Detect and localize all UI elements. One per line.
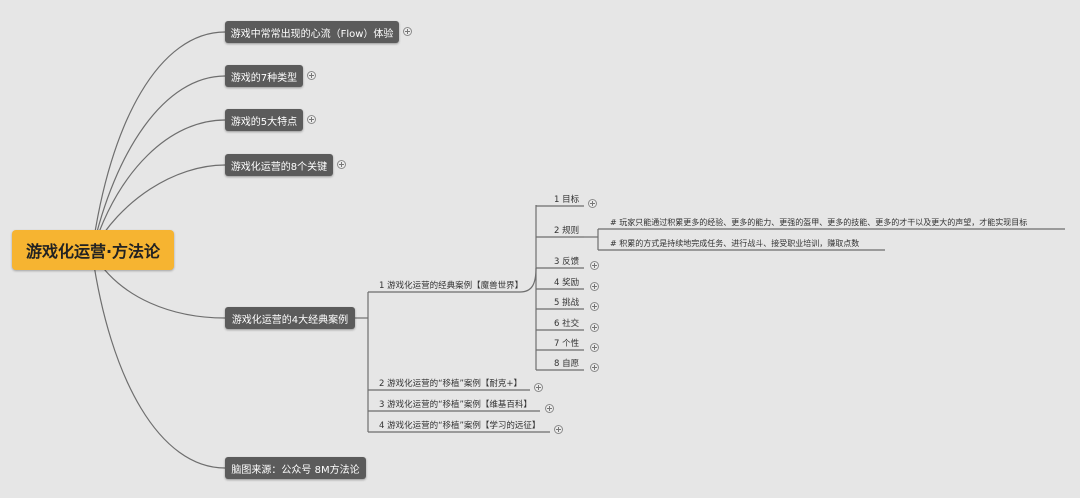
branch-features[interactable]: 游戏的5大特点 <box>225 109 303 131</box>
branch-features-label: 游戏的5大特点 <box>230 116 298 128</box>
expand-flow-icon[interactable] <box>403 27 412 36</box>
element-4-label[interactable]: 4 奖励 <box>554 278 580 288</box>
root-label: 游戏化运营·方法论 <box>25 242 161 261</box>
expand-element-5-icon[interactable] <box>590 302 599 311</box>
branch-types-label: 游戏的7种类型 <box>230 72 298 84</box>
branch-keys[interactable]: 游戏化运营的8个关键 <box>225 154 333 176</box>
branch-cases-label: 游戏化运营的4大经典案例 <box>231 314 349 326</box>
element-1-label[interactable]: 1 目标 <box>554 195 580 205</box>
expand-element-3-icon[interactable] <box>590 261 599 270</box>
case-4-label[interactable]: 4 游戏化运营的“移植”案例【学习的远征】 <box>379 421 541 431</box>
element-6-label[interactable]: 6 社交 <box>554 319 580 329</box>
expand-case-2-icon[interactable] <box>534 383 543 392</box>
expand-features-icon[interactable] <box>307 115 316 124</box>
expand-element-1-icon[interactable] <box>588 199 597 208</box>
expand-element-7-icon[interactable] <box>590 343 599 352</box>
case-3-label[interactable]: 3 游戏化运营的“移植”案例【维基百科】 <box>379 400 532 410</box>
expand-case-4-icon[interactable] <box>554 425 563 434</box>
case-1-label[interactable]: 1 游戏化运营的经典案例【魔兽世界】 <box>379 281 524 291</box>
element-7-label[interactable]: 7 个性 <box>554 339 580 349</box>
root-node[interactable]: 游戏化运营·方法论 <box>12 230 174 270</box>
expand-element-4-icon[interactable] <box>590 282 599 291</box>
element-8-label[interactable]: 8 自愿 <box>554 359 580 369</box>
branch-flow[interactable]: 游戏中常常出现的心流（Flow）体验 <box>225 21 399 43</box>
branch-flow-label: 游戏中常常出现的心流（Flow）体验 <box>230 28 394 40</box>
expand-case-3-icon[interactable] <box>545 404 554 413</box>
rule-note-1: # 玩家只能通过积累更多的经验、更多的能力、更强的盔甲、更多的技能、更多的才干以… <box>610 218 1028 227</box>
expand-element-8-icon[interactable] <box>590 363 599 372</box>
element-5-label[interactable]: 5 挑战 <box>554 298 580 308</box>
expand-element-6-icon[interactable] <box>590 323 599 332</box>
expand-keys-icon[interactable] <box>337 160 346 169</box>
branch-source[interactable]: 脑图来源：公众号 8M方法论 <box>225 457 366 479</box>
expand-types-icon[interactable] <box>307 71 316 80</box>
element-2-label[interactable]: 2 规则 <box>554 226 580 236</box>
element-3-label[interactable]: 3 反馈 <box>554 257 580 267</box>
rule-note-2: # 积累的方式是持续地完成任务、进行战斗、接受职业培训，赚取点数 <box>610 239 860 248</box>
branch-keys-label: 游戏化运营的8个关键 <box>230 161 328 173</box>
branch-types[interactable]: 游戏的7种类型 <box>225 65 303 87</box>
case-2-label[interactable]: 2 游戏化运营的“移植”案例【耐克+】 <box>379 379 523 389</box>
branch-source-label: 脑图来源：公众号 8M方法论 <box>231 464 360 476</box>
branch-cases[interactable]: 游戏化运营的4大经典案例 <box>225 307 355 329</box>
